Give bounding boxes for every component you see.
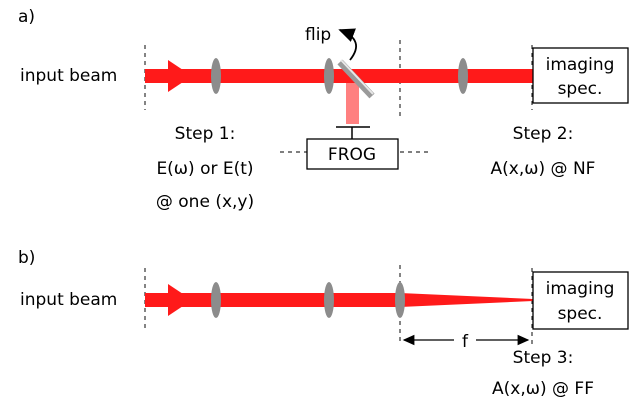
- step2-line1: A(x,ω) @ NF: [491, 159, 596, 179]
- flip-mirror: [337, 59, 375, 99]
- beam-arrow-b: [168, 284, 192, 316]
- lens-b2: [324, 282, 334, 318]
- frog-label: FROG: [328, 145, 376, 165]
- imaging-spec-box-b: [532, 271, 629, 330]
- lens-a3: [458, 58, 468, 94]
- panel-a: a) input beam flip FROG imaging: [18, 7, 629, 212]
- flip-mirror-highlight: [340, 59, 374, 95]
- lens-a2: [324, 58, 334, 94]
- step1-line1: E(ω) or E(t): [156, 159, 253, 179]
- input-beam-label-a: input beam: [20, 66, 117, 86]
- imaging-spec-box-a: [532, 47, 629, 104]
- input-beam-label-b: input beam: [20, 290, 117, 310]
- step3-line1: A(x,ω) @ FF: [492, 379, 594, 399]
- step2-title: Step 2:: [513, 124, 574, 144]
- step1-title: Step 1:: [175, 124, 236, 144]
- focusing-beam-b: [400, 293, 533, 307]
- frog-pickoff-beam: [346, 78, 359, 124]
- step3-title: Step 3:: [513, 348, 574, 368]
- beam-arrow-a: [168, 60, 192, 92]
- lens-b3: [395, 282, 405, 318]
- spec-label-line2-b: spec.: [558, 304, 603, 324]
- lens-b1: [211, 282, 221, 318]
- focal-label-bg: [454, 330, 476, 352]
- flip-arrow: [338, 28, 357, 61]
- spec-label-line1-b: imaging: [546, 279, 615, 299]
- panel-b-label: b): [18, 248, 35, 268]
- frog-box: [306, 138, 399, 170]
- panel-b: b) input beam imaging spec. f Step 3: A(…: [18, 248, 629, 399]
- lens-a1: [211, 58, 221, 94]
- main-beam-b: [145, 293, 400, 307]
- spec-label-line2-a: spec.: [558, 79, 603, 99]
- main-beam-a: [145, 69, 533, 83]
- step1-line2: @ one (x,y): [156, 192, 254, 212]
- panel-a-label: a): [18, 7, 35, 27]
- flip-label: flip: [305, 25, 331, 45]
- focal-label: f: [462, 332, 469, 352]
- spec-label-line1-a: imaging: [546, 55, 615, 75]
